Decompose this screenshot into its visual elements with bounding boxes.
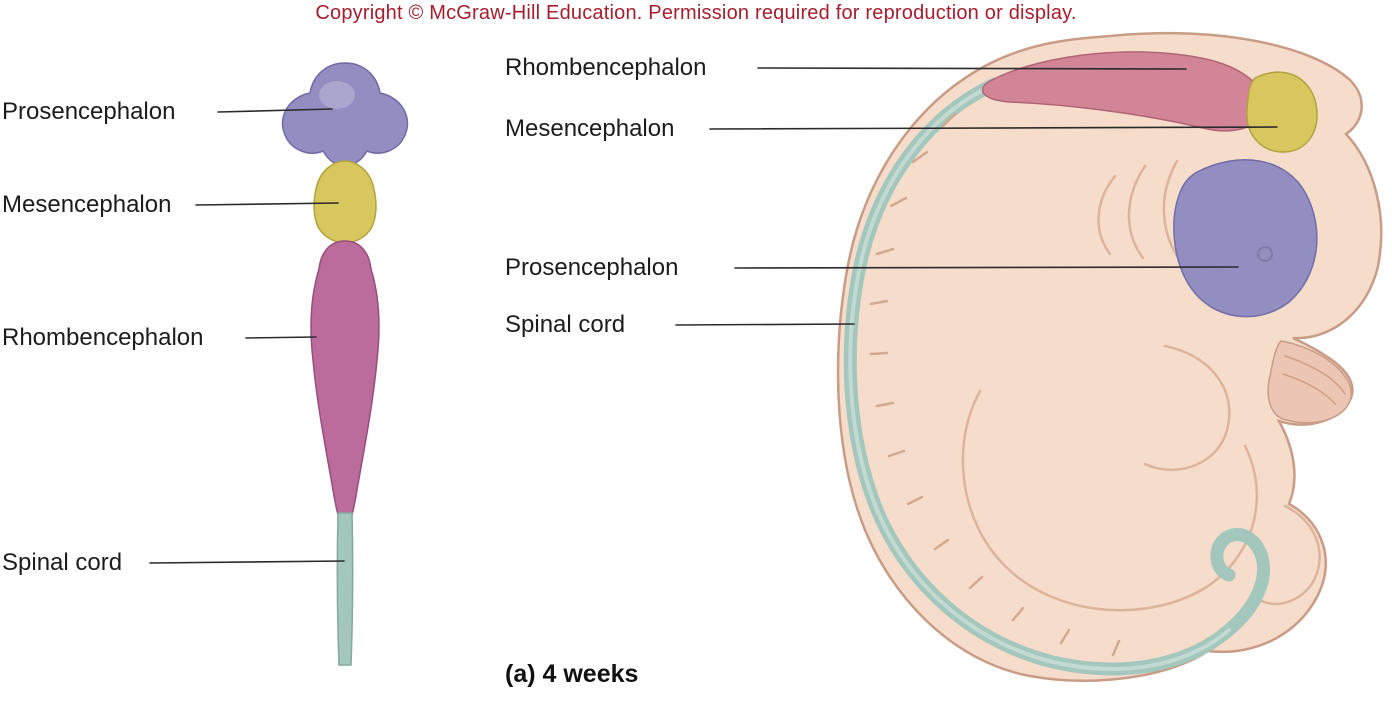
embryo-somites — [869, 112, 1121, 657]
embryo-limb-bud-streaks — [1282, 355, 1346, 405]
label-tube-mesencephalon: Mesencephalon — [2, 191, 172, 218]
embryo-limb-bud — [1267, 340, 1352, 424]
prosencephalon-highlight — [319, 81, 355, 109]
embryo-prosencephalon-region — [1173, 159, 1318, 318]
embryo-mesencephalon-region — [1246, 71, 1318, 153]
label-embryo-rhombencephalon: Rhombencephalon — [505, 54, 707, 81]
figure-caption: (a) 4 weeks — [505, 660, 639, 688]
neural-tube-prosencephalon-region — [281, 62, 409, 166]
neural-tube-spinal-cord-region — [336, 512, 354, 666]
label-embryo-prosencephalon: Prosencephalon — [505, 254, 679, 281]
label-embryo-spinal-cord: Spinal cord — [505, 311, 626, 338]
neural-tube-rhombencephalon-region — [310, 240, 380, 516]
label-tube-rhombencephalon: Rhombencephalon — [2, 324, 204, 351]
embryo-optic-vesicle — [1257, 246, 1273, 262]
neural-tube-mesencephalon-region — [313, 160, 377, 244]
label-tube-spinal-cord: Spinal cord — [2, 549, 123, 576]
label-tube-prosencephalon: Prosencephalon — [2, 98, 176, 125]
label-embryo-mesencephalon: Mesencephalon — [505, 115, 675, 142]
embryo-figure — [836, 32, 1383, 682]
embryo-spinal-cord-highlight — [848, 82, 1231, 671]
neural-tube-figure — [281, 62, 409, 666]
embryo-body-contours — [961, 159, 1321, 612]
copyright-notice: Copyright © McGraw-Hill Education. Permi… — [315, 2, 1077, 24]
